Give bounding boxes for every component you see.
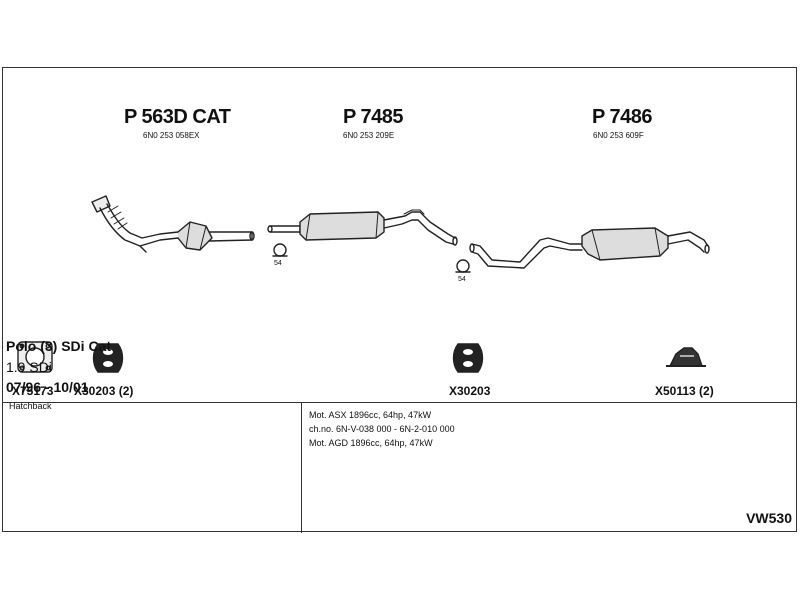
oem-number-rear-silencer: 6N0 253 609F: [593, 131, 644, 140]
rear-silencer-drawing: [469, 227, 710, 269]
rubber-hanger-icon: [452, 343, 484, 373]
part-number-catalytic: P 563D CAT: [124, 106, 231, 128]
engine-spec-line: Mot. ASX 1896cc, 64hp, 47kW: [309, 410, 432, 420]
vehicle-years: 07/96 - 10/01: [6, 379, 89, 395]
accessory-label-gasket: X75173: [12, 384, 54, 398]
rubber-hanger-icon: [92, 343, 124, 373]
catalytic-converter-drawing: [91, 195, 255, 253]
clamp-size-label: 54: [458, 276, 466, 283]
vehicle-model: Polo (3) SDi Cat: [6, 338, 112, 354]
part-number-middle-silencer: P 7485: [343, 106, 404, 128]
column-divider: [301, 402, 302, 533]
engine-spec-line: Mot. AGD 1896cc, 64hp, 47kW: [309, 438, 433, 448]
accessory-label-hanger-rear: X30203: [449, 384, 491, 398]
diagram-frame: [2, 67, 797, 533]
gasket-icon: [17, 341, 53, 373]
clamp-size-label: 54: [274, 260, 282, 267]
vehicle-body-type: Hatchback: [9, 401, 52, 411]
part-number-rear-silencer: P 7486: [592, 106, 653, 128]
clamp-icon: [272, 243, 288, 257]
chassis-number-line: ch.no. 6N-V-038 000 - 6N-2-010 000: [309, 424, 455, 434]
vehicle-engine: 1.9 SDi: [6, 359, 52, 375]
mounting-bracket-icon: [666, 347, 706, 367]
middle-silencer-drawing: [267, 209, 458, 246]
accessory-label-hanger-front: X30203 (2): [74, 384, 134, 398]
accessory-label-bracket: X50113 (2): [655, 384, 714, 398]
oem-number-catalytic: 6N0 253 058EX: [143, 131, 200, 140]
oem-number-middle-silencer: 6N0 253 209E: [343, 131, 395, 140]
diagram-code: VW530: [746, 510, 792, 526]
section-divider: [3, 402, 796, 403]
clamp-icon: [455, 259, 471, 273]
